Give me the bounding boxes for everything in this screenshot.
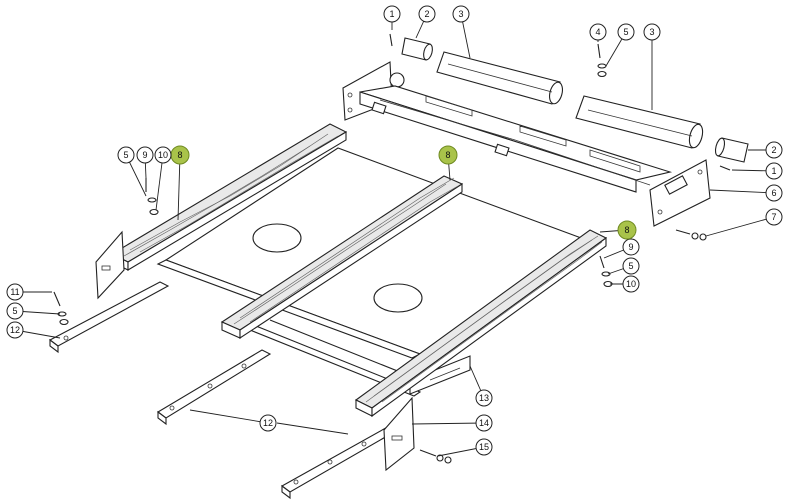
callout-5: 5	[117, 146, 147, 197]
callout-label: 2	[771, 145, 776, 155]
callout-12: 12	[6, 321, 61, 339]
callout-label: 9	[142, 150, 147, 160]
callout-label: 8	[177, 150, 182, 160]
callout-2: 2	[415, 5, 436, 39]
callout-5: 5	[607, 257, 640, 275]
callout-leader	[705, 216, 775, 237]
rear-frame	[342, 33, 749, 227]
callout-circle	[6, 321, 24, 339]
callout-label: 5	[123, 150, 128, 160]
callout-label: 10	[158, 150, 168, 160]
callout-label: 2	[424, 9, 429, 19]
callout-circle	[765, 208, 783, 226]
callout-label: 4	[595, 27, 600, 37]
callout-14: 14	[411, 414, 493, 432]
callout-leader	[177, 154, 181, 221]
callout-7: 7	[705, 208, 783, 237]
hardware	[53, 178, 707, 464]
callout-8: 8	[438, 145, 458, 181]
callout-circle	[617, 23, 635, 41]
callout-circle	[452, 5, 470, 23]
callout-circle	[475, 389, 493, 407]
callout-1: 1	[383, 5, 401, 30]
callout-circle	[6, 283, 24, 301]
callout-circle	[475, 438, 493, 456]
callout-label: 12	[10, 325, 20, 335]
callout-leader	[189, 409, 269, 424]
callout-circle	[765, 141, 783, 159]
callout-10: 10	[610, 275, 640, 293]
callout-circle	[765, 184, 783, 202]
callout-circle	[6, 302, 24, 320]
callout-12: 12	[189, 409, 349, 435]
callout-9: 9	[136, 146, 154, 179]
callout-circle	[622, 275, 640, 293]
callout-label: 10	[626, 279, 636, 289]
callout-4: 4	[589, 23, 607, 42]
callout-label: 11	[10, 287, 19, 297]
wooden-slat-middle	[220, 175, 464, 340]
callout-3: 3	[643, 23, 661, 110]
callout-circle	[765, 162, 783, 180]
callout-label: 8	[624, 225, 629, 235]
callout-circle	[383, 5, 401, 23]
callout-10: 10	[154, 146, 172, 211]
callout-label: 1	[389, 9, 394, 19]
callout-circle	[438, 145, 458, 165]
callout-circle	[418, 5, 436, 23]
wooden-slat-right	[354, 229, 608, 418]
callout-label: 6	[771, 188, 776, 198]
callout-label: 5	[628, 261, 633, 271]
callout-circle	[617, 220, 637, 240]
callout-5: 5	[605, 23, 635, 67]
callout-circle	[136, 146, 154, 164]
callout-2: 2	[748, 141, 783, 159]
callout-label: 5	[12, 306, 17, 316]
callout-label: 1	[771, 166, 776, 176]
callout-label: 14	[479, 418, 489, 428]
brackets-and-bars	[48, 230, 415, 500]
callout-15: 15	[437, 438, 493, 457]
callout-circle	[643, 23, 661, 41]
callout-label: 7	[771, 212, 776, 222]
callout-circle	[622, 257, 640, 275]
callout-label: 12	[263, 418, 273, 428]
callout-circle	[259, 414, 277, 432]
callout-label: 3	[458, 9, 463, 19]
callout-circle	[622, 238, 640, 256]
callout-5: 5	[6, 302, 61, 320]
callout-label: 8	[445, 150, 450, 160]
callout-leader	[276, 422, 349, 435]
callout-label: 15	[479, 442, 489, 452]
callout-8: 8	[170, 145, 190, 221]
callout-leader	[709, 189, 775, 194]
callout-circle	[475, 414, 493, 432]
callout-3: 3	[452, 5, 471, 59]
callout-11: 11	[6, 283, 52, 301]
callout-label: 5	[623, 27, 628, 37]
callout-circle	[589, 23, 607, 41]
callout-circle	[154, 146, 172, 164]
callout-8: 8	[599, 220, 637, 240]
callout-leader	[411, 422, 485, 425]
callout-leader	[155, 154, 164, 211]
callout-label: 13	[479, 393, 489, 403]
callout-1: 1	[731, 162, 783, 180]
callout-6: 6	[709, 184, 783, 202]
callout-13: 13	[469, 365, 493, 407]
callout-label: 3	[649, 27, 654, 37]
callout-label: 9	[628, 242, 633, 252]
callout-9: 9	[603, 238, 640, 259]
callout-circle	[117, 146, 135, 164]
